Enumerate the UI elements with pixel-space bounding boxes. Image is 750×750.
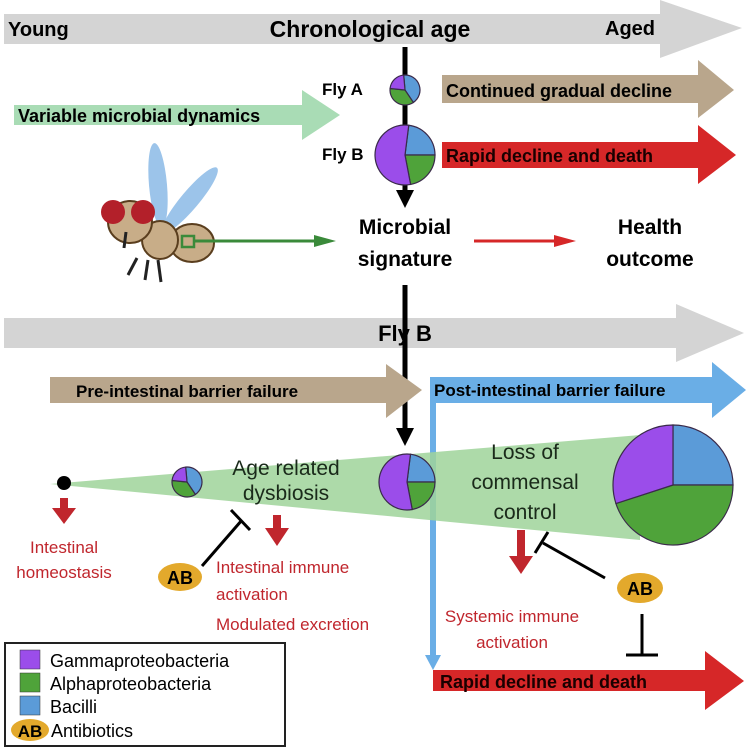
intestinal-immune-label-1: Intestinal immune [216, 558, 349, 577]
fly-eye-left [101, 200, 125, 224]
variable-dynamics-arrow [14, 90, 340, 140]
ab-inhibition-line-1 [200, 519, 244, 567]
fly-a-label: Fly A [322, 80, 363, 99]
ab-inhibition-bar-2 [533, 531, 550, 554]
blue-down-arrowhead-icon [425, 655, 441, 670]
pie-slice-bacilli [185, 466, 203, 496]
down-arrowhead-icon [396, 190, 414, 208]
legend-swatch-alpha [19, 672, 41, 693]
fly-leg [143, 259, 150, 281]
fly-proboscis [122, 231, 128, 249]
chronological-age-arrow [4, 0, 742, 58]
mid-pie-chart [378, 453, 436, 511]
pie-slice-alpha [615, 484, 734, 546]
fly-b-pie-chart [374, 124, 436, 186]
systemic-immune-label-1: Systemic immune [445, 607, 579, 626]
loss-control-label-3: control [493, 501, 556, 524]
pie-slice-alpha [406, 481, 436, 511]
aged-label: Aged [605, 18, 655, 40]
gradual-decline-arrow [442, 60, 734, 118]
legend-label-gamma: Gammaproteobacteria [50, 651, 230, 671]
pie-slice-bacilli [404, 124, 436, 156]
legend: Gammaproteobacteria Alphaproteobacteria … [4, 642, 286, 747]
pie-slice-alpha [389, 87, 415, 106]
microbial-signature-label-1: Microbial [359, 216, 451, 239]
legend-label-antibiotics: Antibiotics [51, 721, 133, 741]
fly-b-timeline-arrow [4, 304, 744, 362]
dysbiosis-label-1: Age related [232, 457, 339, 480]
fly-b-label: Fly B [322, 145, 364, 164]
homeostasis-label-2: homeostasis [16, 563, 111, 582]
pie-slice-gamma [374, 124, 412, 186]
fruit-fly-illustration [101, 143, 218, 283]
fly-wing-lower [162, 167, 218, 233]
rapid-decline-label-top: Rapid decline and death [446, 146, 653, 166]
variable-dynamics-label: Variable microbial dynamics [18, 106, 260, 126]
homeostasis-red-arrow [52, 498, 76, 524]
loss-control-label-1: Loss of [491, 441, 559, 464]
pie-slice-gamma [612, 424, 674, 505]
modulated-excretion-label: Modulated excretion [216, 615, 369, 634]
health-outcome-label-2: outcome [606, 248, 694, 271]
chronological-age-label: Chronological age [270, 16, 471, 42]
gradual-decline-label: Continued gradual decline [446, 81, 672, 101]
pie-slice-bacilli [672, 424, 734, 486]
fly-leg [126, 257, 139, 276]
pie-slice-gamma [378, 453, 413, 511]
loss-control-label-2: commensal [471, 471, 578, 494]
legend-label-alpha: Alphaproteobacteria [50, 674, 212, 694]
legend-swatch-gamma [19, 649, 41, 670]
fly-a-pie-chart [389, 74, 421, 106]
down-arrowhead-icon [396, 428, 414, 446]
pre-barrier-failure-label: Pre-intestinal barrier failure [76, 382, 298, 401]
fly-leg [156, 259, 163, 283]
intestinal-immune-red-arrow [265, 515, 289, 546]
ab-badge-1: AB [158, 563, 202, 591]
legend-label-bacilli: Bacilli [50, 697, 97, 717]
post-barrier-failure-arrow [430, 362, 746, 660]
post-barrier-failure-label: Post-intestinal barrier failure [434, 381, 665, 400]
pie-slice-alpha [404, 154, 436, 186]
young-label: Young [8, 19, 69, 41]
fly-eye-right [131, 200, 155, 224]
health-outcome-label-1: Health [618, 216, 682, 239]
pie-slice-gamma [171, 466, 188, 483]
pie-slice-alpha [171, 479, 197, 498]
legend-ab-text: AB [18, 722, 43, 741]
homeostasis-label-1: Intestinal [30, 538, 98, 557]
green-arrowhead-icon [314, 235, 336, 247]
large-pie-chart [612, 424, 734, 546]
intestinal-immune-label-2: activation [216, 585, 288, 604]
microbial-signature-label-2: signature [358, 248, 453, 271]
rapid-decline-arrow-bottom [433, 651, 744, 710]
ab-inhibition-line-2 [542, 541, 606, 580]
legend-box [4, 642, 286, 747]
legend-swatch-bacilli [19, 695, 41, 716]
pie-slice-bacilli [403, 74, 421, 104]
ab-inhibition-bar-1 [229, 508, 252, 532]
small-pie-chart [171, 466, 203, 498]
ab-badge-2: AB [617, 573, 663, 603]
rapid-decline-label-bottom: Rapid decline and death [440, 672, 647, 692]
dysbiosis-label-2: dysbiosis [243, 482, 329, 505]
pie-slice-bacilli [406, 453, 436, 483]
legend-swatch-ab [11, 719, 49, 741]
systemic-immune-label-2: activation [476, 633, 548, 652]
svg-text:AB: AB [167, 568, 193, 588]
dysbiosis-progression-band [50, 435, 640, 540]
pie-slice-gamma [389, 74, 406, 91]
homeostasis-dot [57, 476, 71, 490]
systemic-immune-red-arrow [509, 530, 533, 574]
svg-text:AB: AB [627, 579, 653, 599]
rapid-decline-arrow-top [442, 125, 736, 184]
fly-b-timeline-label: Fly B [378, 321, 432, 346]
pre-barrier-failure-arrow [50, 364, 422, 418]
red-arrowhead-icon [554, 235, 576, 247]
